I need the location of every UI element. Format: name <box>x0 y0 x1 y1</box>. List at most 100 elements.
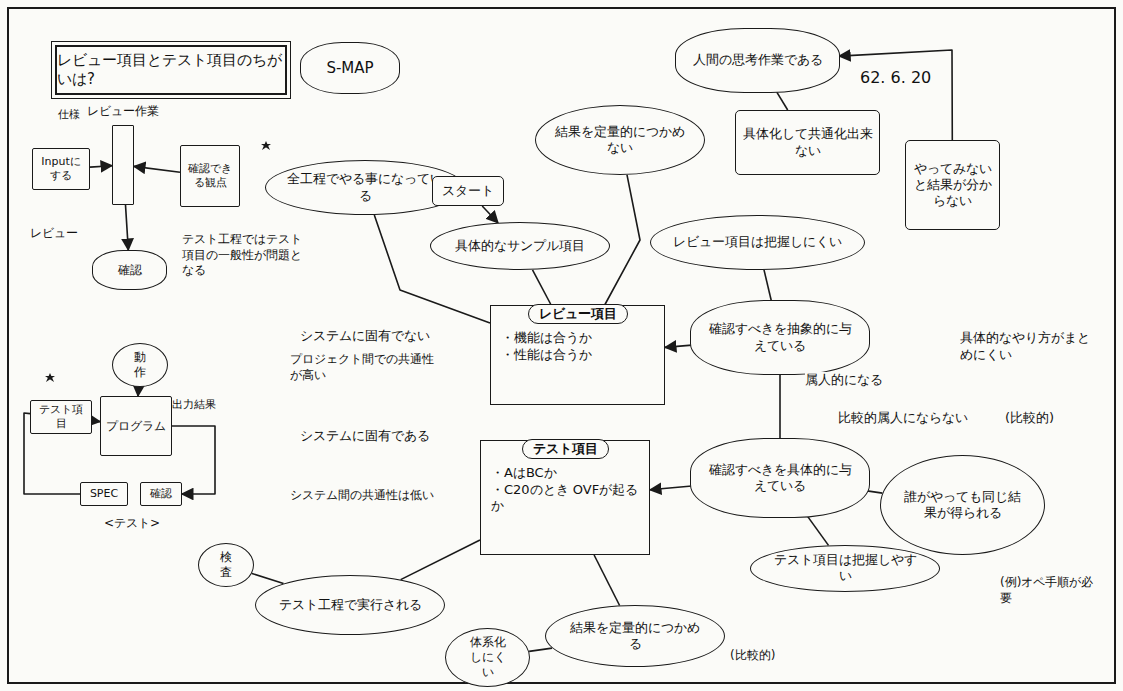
check-box: 確認 <box>140 482 182 506</box>
node-text: テスト工程で実行される <box>279 597 422 613</box>
node-text: レビュー項目 <box>528 304 628 324</box>
item-box: レビュー項目・機能は合うか・性能は合うか <box>490 305 665 405</box>
note-label: (比較的) <box>730 648 775 662</box>
connector-line <box>252 573 284 583</box>
connector-line <box>90 166 112 167</box>
node-text: 確認 <box>118 263 142 278</box>
node-body-text: ・C20のとき OVFが起るか <box>491 482 639 515</box>
node-text: スタート <box>442 183 494 199</box>
node-text: テスト項目 <box>34 403 88 431</box>
connector-line <box>665 345 692 347</box>
connector-line <box>764 270 771 300</box>
connector-line <box>594 555 620 606</box>
connector-line <box>137 387 139 396</box>
start-box: スタート <box>432 176 504 206</box>
note-label-holder: 仕様 <box>58 108 98 122</box>
note-label-holder: 属人的になる <box>805 372 900 389</box>
note-label-holder: 具体的なやり方がまとめにくい <box>960 330 1100 364</box>
connector-line <box>134 166 180 172</box>
note-label-holder: 62. 6. 20 <box>860 68 950 89</box>
node-text: 確認すべきを具体的に与えている <box>707 462 853 495</box>
note-label: <テスト> <box>104 516 160 530</box>
input-box: Inputにする <box>32 148 90 190</box>
program-box: プログラム <box>100 396 172 456</box>
connector-line <box>126 205 129 250</box>
idea-oval: テスト項目は把握しやすい <box>750 545 940 592</box>
idea-oval: 検査 <box>198 543 254 587</box>
note-label: (比較的) <box>1005 410 1054 425</box>
item-box: テスト項目・AはBCか・C20のとき OVFが起るか <box>480 440 650 555</box>
idea-oval: 結果を定量的につかめない <box>535 105 705 175</box>
star-mark <box>261 141 271 150</box>
connector-line <box>92 421 100 422</box>
node-text: 誰がやっても同じ結果が得られる <box>899 489 1026 522</box>
node-text: レビュー項目は把握しにくい <box>673 234 842 250</box>
connector-line <box>401 540 480 580</box>
review-band: レビュー作業 <box>112 125 134 205</box>
idea-oval: 誰がやっても同じ結果が得られる <box>880 455 1045 555</box>
idea-cloud: 人間の思考作業である <box>675 28 840 93</box>
node-text: 確認すべきを抽象的に与えている <box>707 321 853 354</box>
idea-cloud: 確認すべきを具体的に与えている <box>690 438 870 518</box>
idea-cloud: 確認すべきを抽象的に与えている <box>690 300 870 375</box>
check-cloud: 確認 <box>92 250 167 290</box>
test-item-box: テスト項目 <box>30 400 92 434</box>
note-label-holder: (例)オペ手順が必要 <box>1000 575 1100 606</box>
node-text: プログラム <box>106 419 166 434</box>
note-label-holder: システムに固有でない <box>300 328 450 345</box>
node-text: S-MAP <box>326 59 373 78</box>
note-label-holder: 比較的属人にならない <box>838 410 998 427</box>
note-label: プロジェクト間での共通性が高い <box>290 352 434 382</box>
note-label: システム間の共通性は低い <box>290 488 434 502</box>
node-text: テスト項目 <box>522 439 609 459</box>
node-text: 全工程でやる事になっている <box>284 171 446 204</box>
node-body-text: ・AはBCか <box>491 465 557 481</box>
note-label: 比較的属人にならない <box>838 410 968 425</box>
connector-line <box>482 206 498 223</box>
idea-oval: 体系化しにくい <box>445 628 530 687</box>
connector-line <box>779 375 781 438</box>
note-label: 属人的になる <box>805 372 883 387</box>
note-label: 仕様 <box>58 108 80 121</box>
title-box: レビュー項目とテスト項目のちがいは? <box>55 45 287 95</box>
title-cloud: S-MAP <box>300 42 400 94</box>
action-oval: 動作 <box>112 343 168 387</box>
node-text: 結果を定量的につかめる <box>564 620 706 653</box>
note-label-holder: レビュー <box>30 226 100 242</box>
note-label-holder: 出力結果 <box>172 398 232 412</box>
note-label-holder: プロジェクト間での共通性が高い <box>290 352 440 383</box>
note-label: システムに固有である <box>300 428 430 443</box>
note-label-holder: テスト工程ではテスト項目の一般性が問題となる <box>182 232 304 279</box>
connector-line <box>650 486 692 490</box>
node-text: 具体的なサンプル項目 <box>455 238 585 254</box>
note-label-holder: システム間の共通性は低い <box>290 488 450 504</box>
note-label: 具体的なやり方がまとめにくい <box>960 330 1090 362</box>
node-text: やってみないと結果が分からない <box>912 161 993 210</box>
idea-oval: テスト工程で実行される <box>255 575 445 635</box>
node-text: 結果を定量的につかめない <box>554 124 686 157</box>
idea-box: 具体化して共通化出来ない <box>735 110 880 175</box>
node-text: テスト項目は把握しやすい <box>769 552 921 585</box>
node-text: 人間の思考作業である <box>693 52 823 68</box>
idea-oval: レビュー項目は把握しにくい <box>650 215 865 270</box>
idea-box: やってみないと結果が分からない <box>905 140 1000 230</box>
node-text: 具体化して共通化出来ない <box>742 126 873 159</box>
node-text: 検査 <box>217 550 235 580</box>
note-label-holder: (比較的) <box>1005 410 1085 427</box>
idea-oval: 結果を定量的につかめる <box>545 605 725 667</box>
connector-line <box>529 648 552 651</box>
idea-oval: 具体的なサンプル項目 <box>430 222 610 270</box>
note-label: レビュー <box>30 226 78 240</box>
note-label-holder: <テスト> <box>104 516 184 532</box>
note-label: テスト工程ではテスト項目の一般性が問題となる <box>182 232 302 277</box>
note-label: システムに固有でない <box>300 328 430 343</box>
note-label: 62. 6. 20 <box>860 68 931 87</box>
connector-line <box>807 516 828 545</box>
page-frame <box>8 8 1115 683</box>
connector-line <box>777 92 788 110</box>
spec-box: SPEC <box>80 482 128 506</box>
star-mark <box>45 373 55 382</box>
node-text: 動作 <box>131 350 149 380</box>
connector-line <box>533 270 552 305</box>
